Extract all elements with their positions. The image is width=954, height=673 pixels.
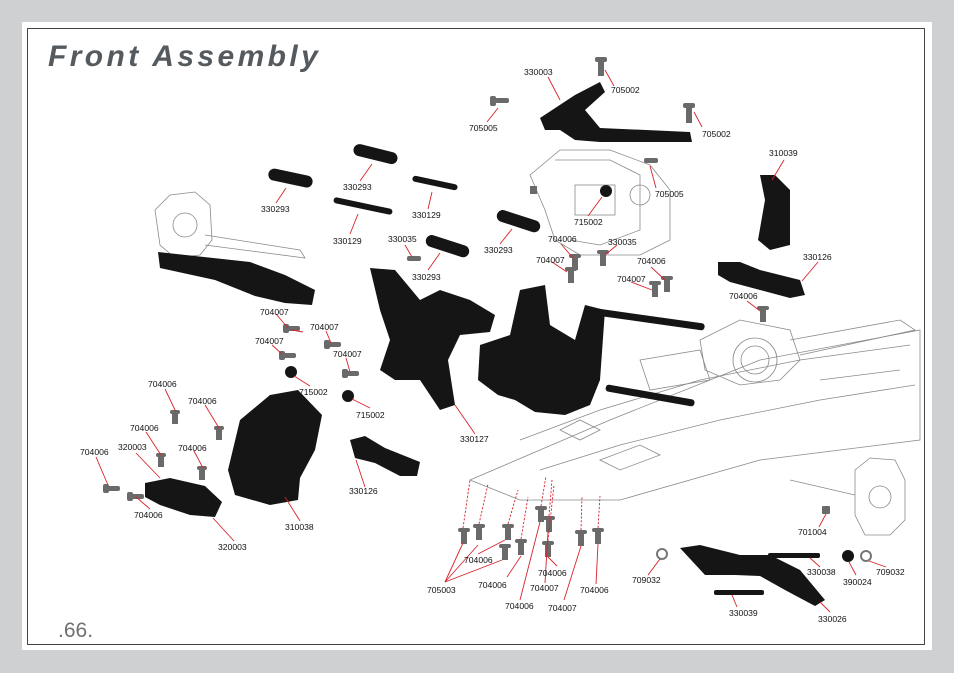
page-frame [27, 28, 925, 645]
part-label: 705002 [702, 129, 731, 139]
part-label: 704006 [130, 423, 159, 433]
rod-330293-c [496, 210, 541, 233]
part-label: 704006 [178, 443, 207, 453]
part-label: 705005 [655, 189, 684, 199]
rod-330293-d [425, 235, 470, 258]
plate-320003 [145, 478, 222, 517]
steering-rod-upper [595, 308, 705, 331]
page-title: Front Assembly [48, 40, 322, 73]
part-label: 330035 [388, 234, 417, 244]
part-label: 330129 [333, 236, 362, 246]
gearbox-outline [529, 149, 671, 256]
shock-tower-330127 [370, 268, 495, 410]
turnbuckle-330129-b [333, 197, 393, 215]
part-label: 704007 [260, 307, 289, 317]
bumper-310038 [228, 390, 322, 505]
part-label: 390024 [843, 577, 872, 587]
part-label: 704007 [536, 255, 565, 265]
washer-709032-b [860, 550, 872, 562]
part-label: 704006 [478, 580, 507, 590]
part-label: 330039 [729, 608, 758, 618]
part-label: 330038 [807, 567, 836, 577]
rod-330293-b [353, 144, 398, 165]
part-label: 704007 [548, 603, 577, 613]
part-label: 330293 [261, 204, 290, 214]
part-label: 704007 [333, 349, 362, 359]
part-label: 715002 [356, 410, 385, 420]
part-label: 310038 [285, 522, 314, 532]
link-330126-right [718, 262, 805, 298]
chassis-outline [468, 319, 921, 501]
part-label: 330003 [524, 67, 553, 77]
part-label: 704007 [310, 322, 339, 332]
rod-330293-a [268, 168, 313, 188]
link-330126-bottom [350, 436, 420, 476]
washer-709032-a [656, 548, 668, 560]
part-label: 704006 [637, 256, 666, 266]
nut-715002-a [285, 366, 297, 378]
part-labels: 330003 705002 705005 705002 310039 33029… [80, 67, 905, 624]
steering-rod-lower [605, 384, 695, 407]
part-label: 715002 [299, 387, 328, 397]
part-label: 705005 [469, 123, 498, 133]
page-number: .66. [58, 619, 94, 642]
turnbuckle-330129-a [412, 175, 458, 191]
arm-left [158, 252, 315, 305]
part-label: 704006 [505, 601, 534, 611]
servo-saver-310039 [758, 175, 790, 250]
hinge-pin-330039 [714, 590, 764, 595]
part-label: 310039 [769, 148, 798, 158]
part-label: 704006 [464, 555, 493, 565]
page-sheet [22, 22, 932, 650]
nut-715002-b [342, 390, 354, 402]
arm-right-330026 [680, 545, 825, 606]
part-label: 330026 [818, 614, 847, 624]
part-label: 704007 [255, 336, 284, 346]
part-label: 704007 [530, 583, 559, 593]
brace-330003 [540, 82, 692, 142]
part-label: 330129 [412, 210, 441, 220]
part-label: 330126 [803, 252, 832, 262]
part-label: 709032 [632, 575, 661, 585]
part-label: 330035 [608, 237, 637, 247]
part-label: 704006 [188, 396, 217, 406]
part-label: 705002 [611, 85, 640, 95]
steering-block [478, 285, 605, 415]
part-label: 704006 [148, 379, 177, 389]
part-label: 704006 [580, 585, 609, 595]
hinge-pin-330038 [768, 553, 820, 558]
part-label: 330127 [460, 434, 489, 444]
left-knuckle-outline [154, 191, 306, 259]
screws [103, 57, 769, 560]
part-label: 704006 [538, 568, 567, 578]
part-label: 701004 [798, 527, 827, 537]
part-label: 704007 [617, 274, 646, 284]
washer-390024 [842, 550, 854, 562]
part-label: 330293 [484, 245, 513, 255]
nut-715002-c [600, 185, 612, 197]
right-knuckle-outline [789, 457, 906, 536]
part-label: 330126 [349, 486, 378, 496]
part-label: 704006 [548, 234, 577, 244]
part-label: 330293 [343, 182, 372, 192]
part-label: 704006 [729, 291, 758, 301]
part-label: 704006 [134, 510, 163, 520]
part-label: 704006 [80, 447, 109, 457]
pin-701004 [822, 506, 830, 514]
part-label: 709032 [876, 567, 905, 577]
part-label: 320003 [118, 442, 147, 452]
leader-lines [95, 69, 887, 613]
part-label: 715002 [574, 217, 603, 227]
part-label: 705003 [427, 585, 456, 595]
part-label: 330293 [412, 272, 441, 282]
part-label: 320003 [218, 542, 247, 552]
